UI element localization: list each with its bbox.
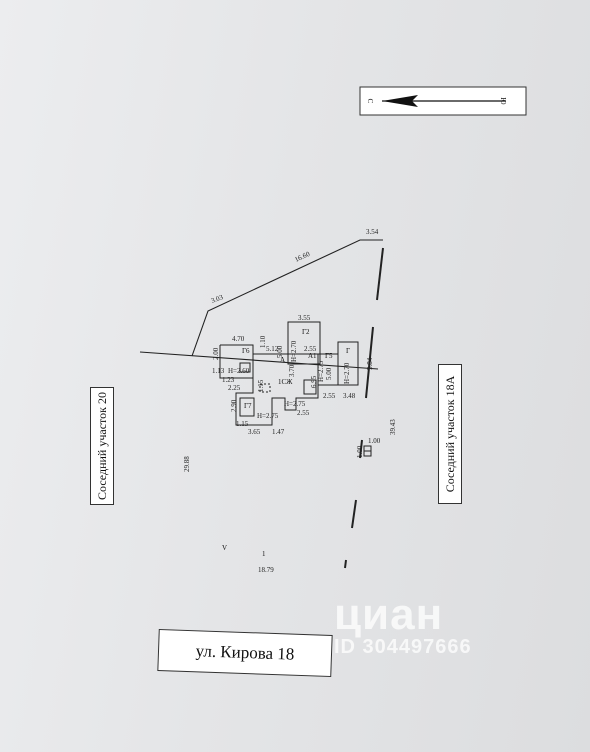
compass-south-letter: Ю [499, 97, 507, 104]
dim-top-left: 3.03 [210, 293, 225, 305]
neighbor-left-text: Соседний участок 20 [94, 392, 109, 500]
dim-top-right: 3.54 [366, 228, 379, 236]
label-g7: Г7 [244, 402, 252, 410]
dim-500b: 5.00 [276, 345, 284, 358]
label-a: А [280, 356, 285, 364]
parcel-boundary [139, 239, 384, 569]
dim-h260: H=2.60 [228, 367, 250, 375]
dim-h275b: H=2.75 [257, 412, 279, 420]
dim-355: 3.55 [298, 314, 311, 322]
dim-bottom: 18.79 [258, 566, 274, 574]
dim-370: 3.70 [288, 364, 296, 377]
dim-h270b: H=2.70 [290, 340, 298, 362]
dim-225: 2.25 [228, 384, 241, 392]
dim-top-slope: 16.60 [293, 250, 311, 264]
neighbor-right-text: Соседний участок 18А [442, 375, 457, 493]
well-side-dim: 1.00 [356, 445, 364, 458]
street-label: ул. Кирова 18 [157, 628, 333, 678]
watermark-ad-id: ID 304497666 [334, 636, 472, 658]
label-a1: А1 [308, 352, 317, 360]
watermark-brand: циан [334, 590, 444, 639]
dim-255a: 2.55 [304, 345, 317, 353]
well-top-dim: 1.00 [368, 437, 381, 445]
dim-200: 2.00 [212, 347, 220, 360]
garage-g2 [287, 321, 321, 365]
dim-584: 5.84 [366, 357, 374, 370]
label-g: Г [346, 347, 350, 355]
dim-512: 5.12 [266, 345, 279, 353]
dim-500a: 5.00 [325, 367, 333, 380]
dim-695: 6.95 [310, 375, 318, 388]
dim-147: 1.47 [272, 428, 285, 436]
dim-123: 1.23 [222, 376, 235, 384]
dim-115a: 1.15 [257, 379, 265, 392]
label-house: 1СЖ [278, 378, 293, 386]
neighbor-left-label: Соседний участок 20 [90, 387, 114, 505]
label-g6: Г6 [242, 347, 250, 355]
neighbor-right-label: Соседний участок 18А [438, 364, 462, 504]
label-g2: Г2 [302, 328, 310, 336]
dim-h275a: H=2.75 [317, 360, 325, 382]
north-arrow: С Ю [359, 86, 527, 116]
dim-470: 4.70 [232, 335, 245, 343]
dim-right-side: 39.43 [389, 419, 397, 435]
dim-113: 1.13 [212, 367, 225, 375]
house-complex [219, 341, 359, 426]
compass-north-letter: С [366, 99, 374, 104]
dim-290: 2.90 [230, 399, 238, 412]
well-marker [363, 445, 372, 457]
dim-255b: 2.55 [297, 409, 310, 417]
dim-365: 3.65 [248, 428, 261, 436]
dim-255c: 2.55 [323, 392, 336, 400]
dim-348: 3.48 [343, 392, 356, 400]
dim-left-side: 29.88 [183, 456, 191, 472]
dim-h275c: H=2.75 [284, 400, 306, 408]
watermark: циан ID 304497666 [334, 590, 472, 659]
dim-h270a: H=2.70 [343, 362, 351, 384]
label-marker-1: 1 [262, 550, 266, 558]
dim-110: 1.10 [259, 335, 267, 348]
label-g5: Г5 [325, 352, 333, 360]
dim-115b: 1.15 [236, 420, 249, 428]
street-label-text: ул. Кирова 18 [195, 641, 295, 664]
label-v: V [222, 544, 227, 552]
